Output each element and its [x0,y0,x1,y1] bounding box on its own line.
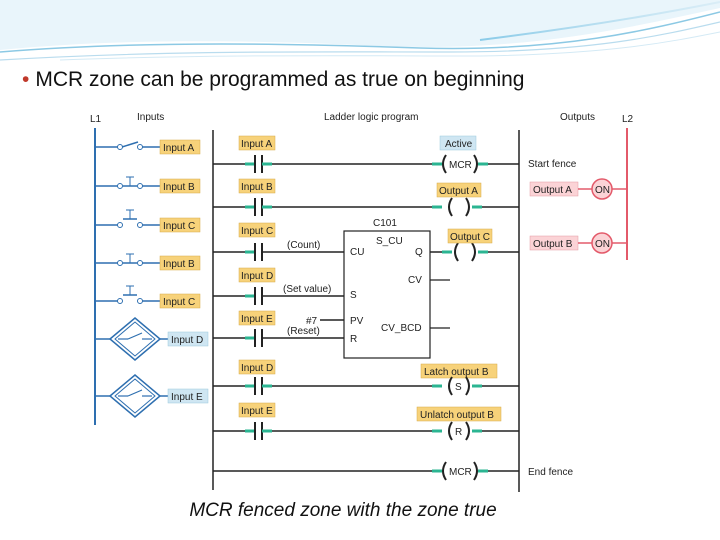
latch-label: Latch output B [424,367,489,378]
unlatch-label: Unlatch output B [420,410,494,421]
rung-reset: Input E (Reset) [213,310,344,347]
counter-pin-q: Q [415,247,423,258]
rung-set: Input D (Set value) [213,267,344,305]
contact-label: Input A [241,139,272,150]
counter-pin-s: S [350,290,357,301]
coil-label: Output C [450,232,490,243]
field-input-c: Input C [95,209,201,233]
header-swoosh-decoration [0,0,720,61]
counter-pin-cv-bcd: CV_BCD [381,323,422,334]
field-input-a: Input A [95,139,201,155]
counter-type: S_CU [376,236,403,247]
contact-label: Input B [241,182,273,193]
outputs-header: Outputs [560,112,595,123]
output-b-indicator: Output B ON [529,232,627,254]
field-input-label: Input B [163,182,195,193]
field-input-label: Input C [163,297,195,308]
counter-pin-r: R [350,334,357,345]
field-input-label: Input A [163,143,194,154]
contact-label: Input E [241,314,273,325]
bullet-point: •MCR zone can be programmed as true on b… [22,68,524,92]
reset-label: (Reset) [287,326,320,337]
output-b-label: Output B [533,239,573,250]
figure-caption: MCR fenced zone with the zone true [189,500,497,521]
mcr-coil-start: MCR [449,160,472,171]
count-label: (Count) [287,240,320,251]
counter-pin-cv: CV [408,275,422,286]
bullet-text: MCR zone can be programmed as true on be… [35,68,525,91]
field-input-d-sensor: Input D [95,317,209,361]
counter-name: C101 [373,218,397,229]
field-input-c-2: Input C [95,285,201,309]
field-input-b: Input B [95,176,201,194]
rung-mcr-end: MCR End fence [213,461,573,481]
on-indicator: ON [595,239,610,250]
field-input-label: Input C [163,221,195,232]
active-label: Active [445,139,473,150]
l2-label: L2 [622,114,634,125]
start-fence-label: Start fence [528,159,577,170]
mcr-coil-end: MCR [449,467,472,478]
inputs-header: Inputs [137,112,164,123]
end-fence-label: End fence [528,467,573,478]
bullet-dot-icon: • [22,68,30,91]
contact-label: Input E [241,406,273,417]
unlatch-coil-r: R [455,427,462,438]
rung-count: Input C (Count) Output C [213,222,519,262]
on-indicator: ON [595,185,610,196]
contact-label: Input D [241,271,273,282]
coil-label: Output A [439,186,478,197]
field-input-label: Input D [171,335,203,346]
output-a-indicator: Output A ON [529,178,627,200]
contact-label: Input C [241,226,273,237]
preset-input: #7 [306,316,344,327]
contact-label: Input D [241,363,273,374]
latch-coil-s: S [455,382,462,393]
set-value-label: (Set value) [283,284,331,295]
field-input-label: Input E [171,392,203,403]
counter-pin-cu: CU [350,247,364,258]
rung-latch: Input D Latch output B S [213,359,519,396]
l1-label: L1 [90,114,102,125]
counter-pin-pv: PV [350,316,364,327]
rung-unlatch: Input E Unlatch output B R [213,402,519,441]
ladder-program-title: Ladder logic program [324,112,419,123]
preset-value: #7 [306,316,318,327]
rung-output-a: Input B Output A [213,178,519,217]
counter-block: C101 S_CU CU Q CV S PV CV_BCD R [343,218,450,359]
field-input-e-sensor: Input E [95,374,209,418]
field-input-label: Input B [163,259,195,270]
output-a-label: Output A [533,185,572,196]
rung-mcr-start: Input A Active MCR Start fence [213,135,577,174]
field-input-b-2: Input B [95,253,201,271]
